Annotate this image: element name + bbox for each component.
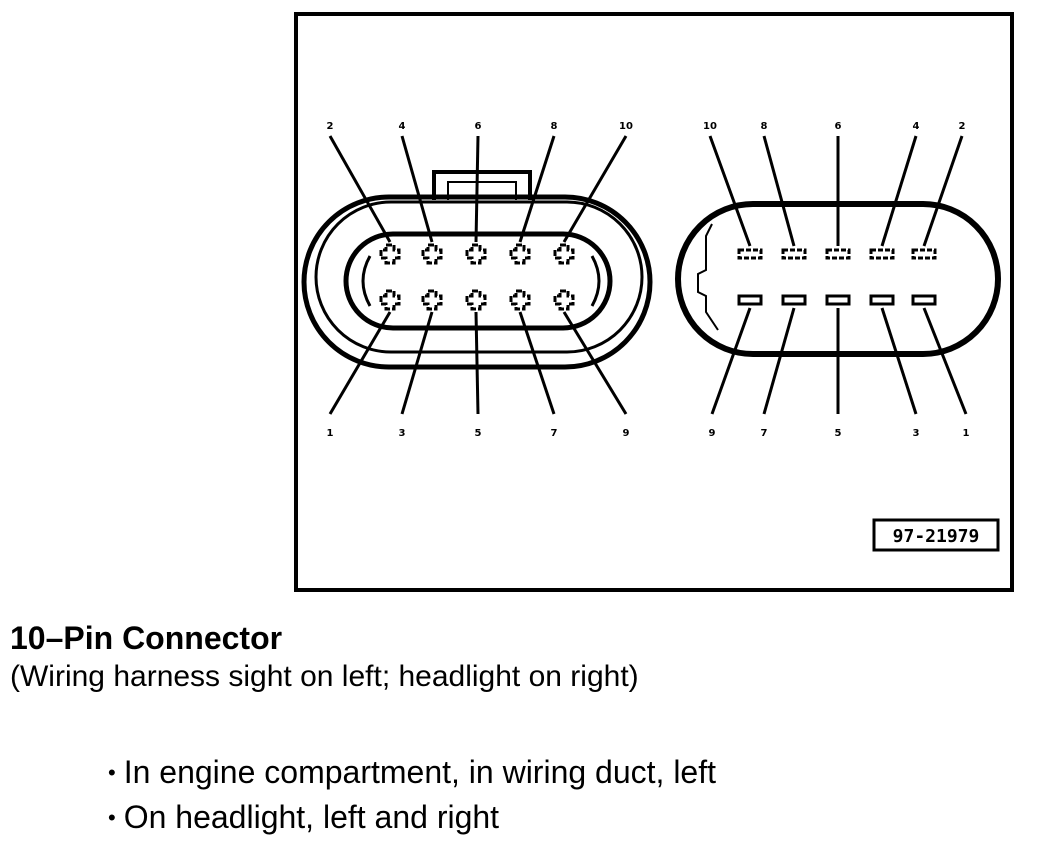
pin-label-headlight-top: 8 (761, 121, 768, 132)
harness-keyway-left (361, 255, 372, 307)
connector-diagram: 2 4 6 8 10 1 3 5 7 9 10 8 6 4 2 9 7 5 3 … (294, 12, 1014, 592)
pin-leader-line (518, 311, 556, 415)
pin-leader-line (922, 135, 964, 247)
pin-leader-line (562, 135, 628, 243)
location-list: • In engine compartment, in wiring duct, … (10, 750, 1040, 840)
connector-diagram-svg: 2 4 6 8 10 1 3 5 7 9 10 8 6 4 2 9 7 5 3 … (294, 12, 1014, 592)
bullet-icon: • (108, 805, 116, 830)
pin-leader-line (328, 135, 392, 243)
pin-leader-line (474, 311, 480, 415)
headlight-connector-key (697, 223, 719, 331)
pin-leader-line (762, 135, 796, 247)
harness-connector-shell (314, 200, 644, 354)
headlight-pin-cavity (737, 294, 763, 306)
pin-label-harness-top: 2 (327, 121, 334, 132)
pin-label-headlight-bottom: 9 (709, 428, 716, 439)
headlight-pin-cavity (911, 248, 937, 260)
pin-leader-line (880, 307, 918, 415)
headlight-pin-cavity (825, 248, 851, 260)
location-text: On headlight, left and right (123, 799, 500, 835)
headlight-pin-cavity (869, 294, 895, 306)
reference-code-box (872, 518, 1000, 552)
pin-label-headlight-top: 2 (959, 121, 966, 132)
pin-label-harness-top: 4 (399, 121, 406, 132)
headlight-pin-cavity (911, 294, 937, 306)
headlight-pin-cavity (825, 294, 851, 306)
harness-pin-cavity (379, 289, 401, 311)
pin-leader-line (518, 135, 556, 243)
harness-pin-cavity (553, 243, 575, 265)
pin-leader-line (400, 135, 434, 243)
harness-connector-insert (343, 231, 613, 331)
pin-leader-line (762, 307, 796, 415)
headlight-pin-cavity (869, 248, 895, 260)
pin-label-harness-top: 10 (619, 121, 633, 132)
pin-label-headlight-top: 6 (835, 121, 842, 132)
harness-pin-cavity (509, 289, 531, 311)
pin-label-headlight-top: 4 (913, 121, 920, 132)
headlight-pin-cavity (781, 294, 807, 306)
pin-label-headlight-bottom: 7 (761, 428, 768, 439)
pin-label-headlight-bottom: 5 (835, 428, 842, 439)
harness-pin-cavity (421, 289, 443, 311)
location-item: • On headlight, left and right (108, 795, 1040, 840)
pin-leader-line (328, 311, 392, 415)
pin-leader-line (710, 307, 752, 415)
pin-leader-line (562, 311, 628, 415)
pin-label-harness-top: 8 (551, 121, 558, 132)
harness-pin-cavity (465, 243, 487, 265)
pin-leader-lines (328, 135, 968, 415)
location-text: In engine compartment, in wiring duct, l… (123, 754, 716, 790)
headlight-pin-cavity (781, 248, 807, 260)
harness-connector-latch-inner (447, 181, 517, 200)
pin-label-harness-bottom: 1 (327, 428, 334, 439)
location-item: • In engine compartment, in wiring duct, … (108, 750, 1040, 795)
pin-label-harness-bottom: 3 (399, 428, 406, 439)
pin-label-headlight-bottom: 1 (963, 428, 970, 439)
pin-label-harness-bottom: 7 (551, 428, 558, 439)
pin-leader-line (922, 307, 968, 415)
pin-label-harness-bottom: 9 (623, 428, 630, 439)
reference-code: 97-21979 (893, 526, 980, 547)
harness-pin-cavity (465, 289, 487, 311)
harness-pin-cavity (421, 243, 443, 265)
pin-leader-line (708, 135, 752, 247)
harness-pin-cavity (509, 243, 531, 265)
harness-pin-cavity (379, 243, 401, 265)
bullet-icon: • (108, 760, 116, 785)
pin-cavities (379, 243, 937, 311)
pin-leader-line (474, 135, 480, 243)
pin-leader-line (400, 311, 434, 415)
pin-leader-line (880, 135, 918, 247)
harness-keyway-right (590, 255, 601, 307)
pin-label-headlight-bottom: 3 (913, 428, 920, 439)
headlight-pin-cavity (737, 248, 763, 260)
harness-connector-latch (432, 170, 532, 200)
caption-title: 10–Pin Connector (10, 620, 283, 656)
pin-label-harness-top: 6 (475, 121, 482, 132)
harness-pin-cavity (553, 289, 575, 311)
caption-subtitle: (Wiring harness sight on left; headlight… (10, 660, 639, 693)
pin-label-harness-bottom: 5 (475, 428, 482, 439)
caption: 10–Pin Connector (Wiring harness sight o… (10, 618, 1040, 840)
pin-label-headlight-top: 10 (703, 121, 717, 132)
figure-frame (294, 12, 1014, 592)
